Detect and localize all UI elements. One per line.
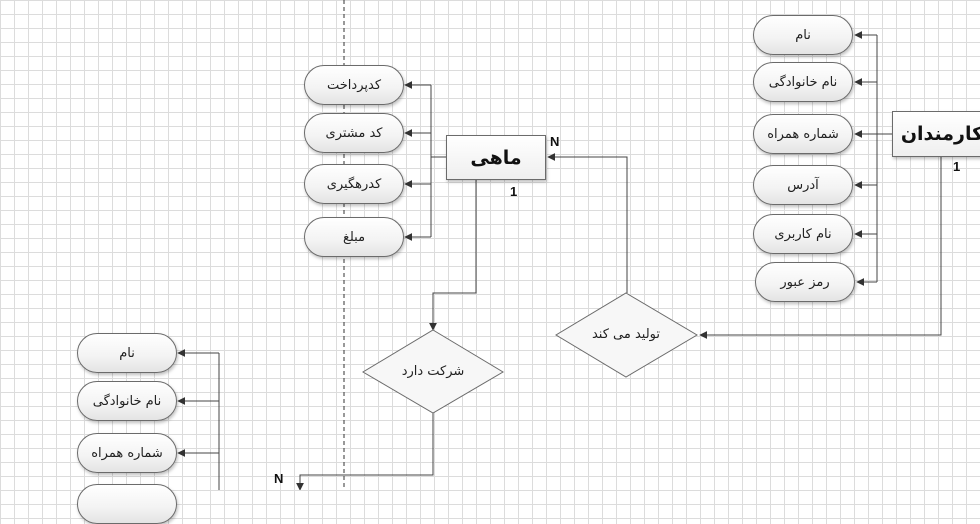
attr-third-partial bbox=[77, 484, 177, 524]
third-attribute-connectors bbox=[177, 349, 220, 490]
relationship-label-tolid: تولید می کند bbox=[591, 327, 661, 342]
attr-mahi-kod-pardakht: کدپرداخت bbox=[304, 65, 404, 105]
attr-karmandan-shomare-hamrah: شماره همراه bbox=[753, 114, 853, 154]
attr-mahi-kod-moshtari: کد مشتری bbox=[304, 113, 404, 153]
cardinality-bottom-n: N bbox=[274, 471, 284, 486]
attr-karmandan-nam-karbari: نام کاربری bbox=[753, 214, 853, 254]
mahi-attribute-connectors bbox=[404, 81, 446, 241]
relationship-diamond-tolid bbox=[555, 292, 698, 378]
cardinality-karmandan-1: 1 bbox=[953, 159, 961, 174]
attr-third-shomare-hamrah: شماره همراه bbox=[77, 433, 177, 473]
cardinality-mahi-1: 1 bbox=[510, 184, 518, 199]
attr-karmandan-nam-khanevadegi: نام خانوادگی bbox=[753, 62, 853, 102]
karmandan-attribute-connectors bbox=[854, 31, 892, 286]
attr-mahi-kod-rahgiri: کدرهگیری bbox=[304, 164, 404, 204]
relationship-diamond-sherkat bbox=[362, 329, 504, 414]
attr-karmandan-adres: آدرس bbox=[753, 165, 853, 205]
relationship-lines bbox=[296, 153, 942, 490]
attr-karmandan-ramz-obur: رمز عبور bbox=[755, 262, 855, 302]
attr-mahi-mablagh: مبلغ bbox=[304, 217, 404, 257]
attr-karmandan-nam: نام bbox=[753, 15, 853, 55]
entity-karmandan: کارمندان bbox=[892, 111, 980, 157]
entity-mahi: ماهی bbox=[446, 135, 546, 180]
relationship-label-sherkat: شرکت دارد bbox=[401, 364, 465, 379]
attr-third-nam-khanevadegi: نام خانوادگی bbox=[77, 381, 177, 421]
cardinality-mahi-n: N bbox=[550, 134, 560, 149]
diagram-canvas bbox=[177, 0, 942, 490]
attr-third-nam: نام bbox=[77, 333, 177, 373]
